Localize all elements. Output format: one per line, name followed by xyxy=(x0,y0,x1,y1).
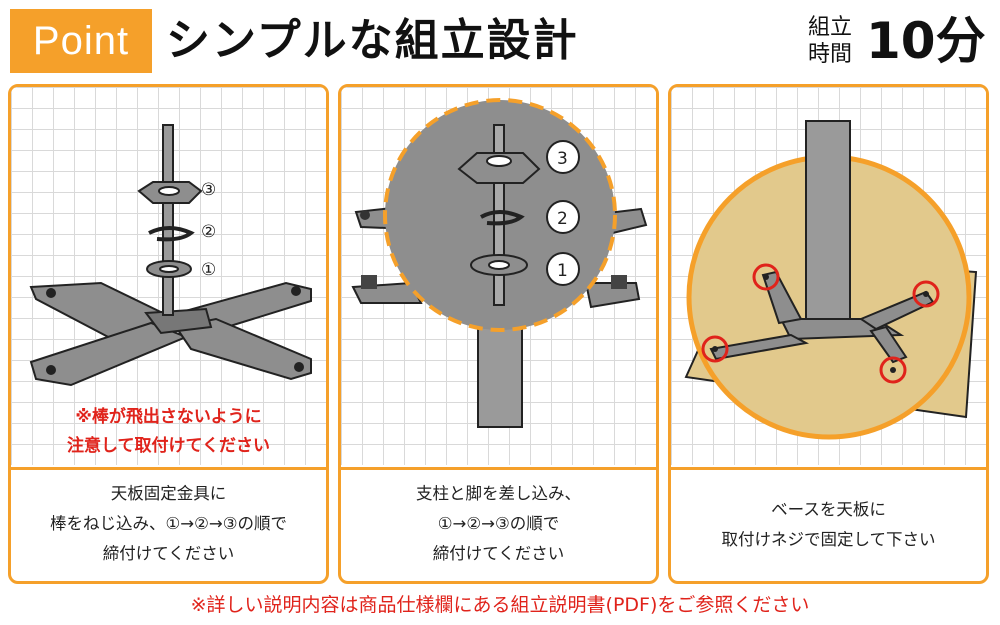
svg-text:1: 1 xyxy=(557,261,568,281)
caption-line-1: 支柱と脚を差し込み、 xyxy=(416,484,581,503)
spring-washer-shape xyxy=(480,210,525,226)
nut-shape xyxy=(457,152,541,184)
caption-line-3: 締付けてください xyxy=(432,544,565,563)
screw-highlight-icon xyxy=(879,356,907,384)
bolt-head-icon xyxy=(360,210,370,220)
part-badge-3: 3 xyxy=(546,140,580,174)
caption-line-2: ①→②→③の順で xyxy=(437,514,560,533)
zoom-circle-outline xyxy=(383,98,617,332)
svg-text:2: 2 xyxy=(557,209,568,229)
bolt-head-icon xyxy=(611,275,627,289)
screw-highlight-icon xyxy=(912,280,940,308)
assembly-time-label: 組立 時間 xyxy=(808,14,864,68)
flat-washer-shape xyxy=(146,260,192,278)
caption-line-1: 天板固定金具に xyxy=(110,484,227,503)
warning-line-2: 注意して取付けてください xyxy=(67,436,270,456)
bolt-head-icon xyxy=(361,275,377,289)
illustration-area xyxy=(671,87,986,465)
screw-heads xyxy=(712,274,929,373)
screw-highlight-icons xyxy=(701,263,940,384)
base-to-tabletop-illustration xyxy=(684,120,978,440)
part-badge-1: 1 xyxy=(546,252,580,286)
step-panel-3: ベースを天板に 取付けネジで固定して下さい xyxy=(668,84,989,584)
assembly-time-value: 10分 xyxy=(866,12,986,70)
time-label-line2: 時間 xyxy=(808,42,853,67)
cross-base-shape xyxy=(29,281,312,387)
point-badge: Point xyxy=(10,9,152,73)
step-panel-2: 3 2 1 支柱と脚を差し込み、 ①→②→③の順で 締付けてください xyxy=(338,84,659,584)
header: Point シンプルな組立設計 組立 時間 10分 xyxy=(0,0,1000,82)
illustration-area: 3 2 1 xyxy=(341,87,656,465)
page-title: シンプルな組立設計 xyxy=(166,15,579,66)
step-caption: 支柱と脚を差し込み、 ①→②→③の順で 締付けてください xyxy=(341,479,656,569)
threaded-rod-shape xyxy=(493,124,505,306)
column-shape xyxy=(477,316,523,428)
screw-highlight-icon xyxy=(752,263,780,291)
part-label-2: ② xyxy=(201,222,216,242)
screw-hole-icon xyxy=(291,286,301,296)
footnote: ※詳しい説明内容は商品仕様欄にある組立説明書(PDF)をご参照ください xyxy=(190,594,810,616)
step-caption: 天板固定金具に 棒をねじ込み、①→②→③の順で 締付けてください xyxy=(11,479,326,569)
nut-shape xyxy=(137,181,203,204)
time-label-line1: 組立 xyxy=(808,15,853,40)
step-panel-1: ③ ② ① ※棒が飛出さないように 注意して取付けてください 天板固定金具に 棒… xyxy=(8,84,329,584)
caption-line-1: ベースを天板に xyxy=(771,500,886,519)
part-label-3: ③ xyxy=(201,180,216,200)
spring-washer-shape xyxy=(148,226,195,242)
step-caption: ベースを天板に 取付けネジで固定して下さい xyxy=(671,495,986,555)
flat-washer-shape xyxy=(470,254,528,276)
caption-line-2: 棒をねじ込み、①→②→③の順で xyxy=(49,514,288,533)
warning-note: ※棒が飛出さないように 注意して取付けてください xyxy=(11,403,326,461)
caption-line-2: 取付けネジで固定して下さい xyxy=(721,530,936,549)
illustration-area: ③ ② ① ※棒が飛出さないように 注意して取付けてください xyxy=(11,87,326,465)
base-with-rod-illustration: ③ ② ① xyxy=(29,124,312,387)
warning-line-1: ※棒が飛出さないように xyxy=(75,407,262,427)
svg-text:3: 3 xyxy=(557,149,568,169)
panel-divider xyxy=(671,467,986,470)
threaded-rod-shape xyxy=(162,124,174,316)
part-badge-2: 2 xyxy=(546,200,580,234)
panel-divider xyxy=(11,467,326,470)
part-label-1: ① xyxy=(201,260,216,280)
panel-divider xyxy=(341,467,656,470)
screw-hole-icon xyxy=(46,365,56,375)
screw-hole-icon xyxy=(46,288,56,298)
screw-highlight-icon xyxy=(701,335,729,363)
caption-line-3: 締付けてください xyxy=(102,544,235,563)
screw-hole-icon xyxy=(294,362,304,372)
column-shape xyxy=(805,120,851,332)
leg-and-column-illustration: 3 2 1 xyxy=(351,98,648,428)
